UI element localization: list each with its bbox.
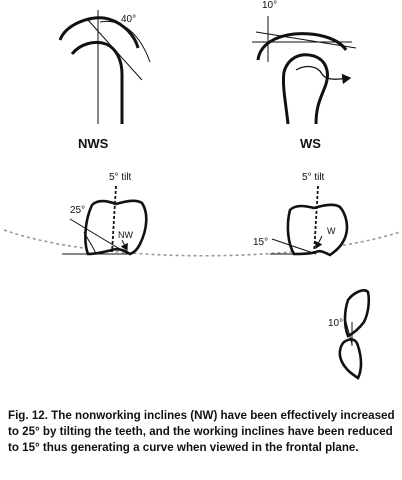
ws-incline-angle-label: 15° <box>253 237 269 248</box>
ws-incline-label: W <box>327 226 336 236</box>
small-teeth-incline <box>345 321 353 345</box>
nws-incline-line <box>87 19 143 81</box>
nws-heading: NWS <box>78 136 109 151</box>
ws-angle-label: 10° <box>262 0 278 11</box>
nws-crown-outline <box>84 199 148 256</box>
nws-incline-pointer <box>120 239 128 251</box>
nws-tooth-outline <box>58 16 140 49</box>
nws-tilt-axis <box>111 185 117 253</box>
nws-incline-line <box>69 218 129 255</box>
nws-angle-label: 40° <box>121 14 137 25</box>
nws-cusp-figure <box>58 10 151 124</box>
ws-tilt-label: 5° tilt <box>302 172 325 183</box>
nws-angle-arc <box>99 20 151 63</box>
occlusion-diagram <box>3 10 401 380</box>
ws-motion-arrow <box>295 65 352 85</box>
ws-heading: WS <box>300 136 321 151</box>
small-teeth-pair <box>338 289 371 380</box>
nws-tooth-root <box>70 40 124 124</box>
nws-angle-arc <box>83 231 97 255</box>
ws-incline-line <box>255 31 357 49</box>
figure-caption: Fig. 12. The nonworking inclines (NW) ha… <box>8 409 395 454</box>
nws-incline-label: NW <box>118 230 133 240</box>
nws-tilt-label: 5° tilt <box>109 172 132 183</box>
ws-tooth-body <box>282 53 329 125</box>
lower-small-tooth <box>338 338 363 380</box>
ws-tilted-tooth <box>270 185 349 257</box>
ws-tooth-outline <box>256 32 348 61</box>
ws-cusp-figure <box>252 16 357 125</box>
nws-incline-angle-label: 25° <box>70 205 86 216</box>
occlusal-curve <box>3 229 401 257</box>
ws-incline-line <box>271 238 317 255</box>
small-teeth-angle-label: 10° <box>328 318 344 329</box>
ws-tilt-axis <box>313 185 319 255</box>
nws-tilted-tooth <box>62 185 148 256</box>
ws-incline-pointer <box>315 235 323 249</box>
upper-small-tooth <box>343 289 371 338</box>
